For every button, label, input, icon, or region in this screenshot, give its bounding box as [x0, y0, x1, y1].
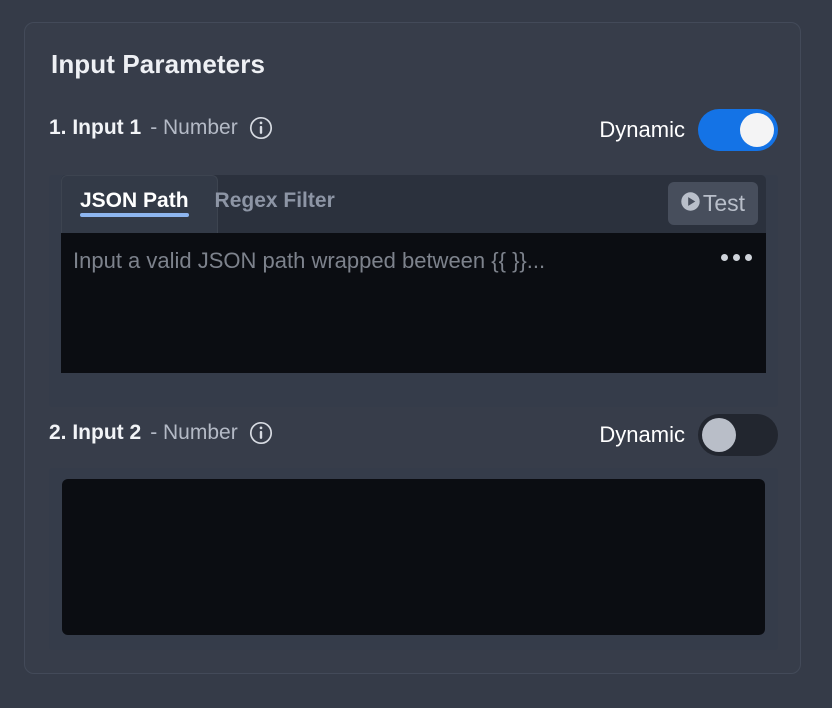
- input-parameters-card: Input Parameters 1. Input 1 - Number Dyn…: [24, 22, 801, 674]
- tab-bar-1: JSON Path Regex Filter Test: [61, 175, 766, 233]
- parameter-type-2: - Number: [150, 421, 238, 444]
- parameter-panel-2: [49, 468, 778, 650]
- parameter-label-2: 2. Input 2 - Number: [49, 421, 273, 445]
- parameter-index-1: 1. Input 1: [49, 116, 142, 139]
- dynamic-toggle-group-2: Dynamic: [599, 414, 778, 456]
- parameter-type-1: - Number: [150, 116, 238, 139]
- dynamic-toggle-2[interactable]: [698, 414, 778, 456]
- parameter-block-1: 1. Input 1 - Number Dynamic: [49, 107, 778, 407]
- tab-json-path[interactable]: JSON Path: [80, 175, 189, 217]
- parameter-header-1: 1. Input 1 - Number Dynamic: [49, 107, 778, 163]
- info-icon[interactable]: [249, 421, 273, 445]
- parameter-label-1: 1. Input 1 - Number: [49, 116, 273, 140]
- toggle-knob: [702, 418, 736, 452]
- json-path-placeholder: Input a valid JSON path wrapped between …: [73, 248, 546, 273]
- parameter-panel-1: JSON Path Regex Filter Test Input a vali…: [49, 175, 778, 407]
- dynamic-label-1: Dynamic: [599, 117, 685, 142]
- page-title: Input Parameters: [51, 49, 266, 79]
- play-circle-icon: [679, 190, 702, 218]
- input-2-editor[interactable]: [62, 479, 765, 635]
- dynamic-toggle-1[interactable]: [698, 109, 778, 151]
- toggle-knob: [740, 113, 774, 147]
- parameter-block-2: 2. Input 2 - Number Dynamic: [49, 412, 778, 650]
- tab-regex-filter[interactable]: Regex Filter: [214, 189, 335, 212]
- dynamic-toggle-group-1: Dynamic: [599, 109, 778, 151]
- active-tab-background: [61, 175, 218, 233]
- parameter-index-2: 2. Input 2: [49, 421, 142, 444]
- ellipsis-icon[interactable]: [719, 250, 754, 265]
- ellipsis-dot: [745, 254, 752, 261]
- tab-list-1: JSON Path Regex Filter: [61, 175, 361, 233]
- dynamic-label-2: Dynamic: [599, 422, 685, 447]
- test-button[interactable]: Test: [667, 182, 758, 225]
- json-path-editor[interactable]: Input a valid JSON path wrapped between …: [61, 233, 766, 373]
- ellipsis-dot: [733, 254, 740, 261]
- ellipsis-dot: [721, 254, 728, 261]
- info-icon[interactable]: [249, 116, 273, 140]
- parameter-header-2: 2. Input 2 - Number Dynamic: [49, 412, 778, 468]
- test-button-label: Test: [702, 190, 745, 216]
